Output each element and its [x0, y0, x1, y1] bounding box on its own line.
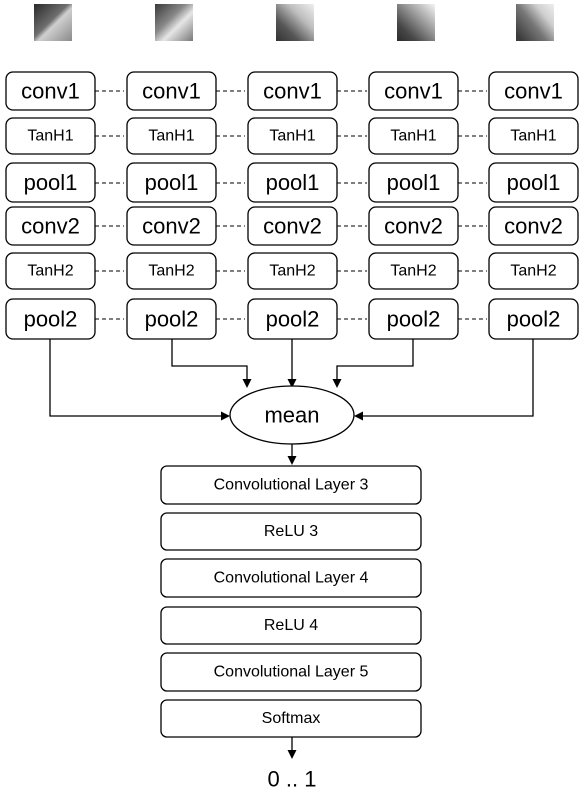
- stream-2-pool1-label: pool1: [145, 170, 199, 195]
- merge-arrows: [49, 339, 534, 421]
- stream-4-tanh1-label: TanH1: [390, 128, 436, 145]
- stream-3-pool2-label: pool2: [266, 307, 320, 332]
- arrow-stream-2-to-mean: [171, 339, 248, 380]
- stream-1: conv1 TanH1 pool1 conv2 TanH2 pool2: [5, 71, 96, 340]
- stream-2-conv1-box: [126, 71, 217, 111]
- stream-2-pool2-label: pool2: [145, 307, 199, 332]
- arrow-stream-4-to-mean: [336, 339, 414, 380]
- stream-5-conv2-box: [488, 206, 579, 246]
- input-patch-4: [397, 4, 435, 41]
- stream-4-conv1-box: [368, 71, 459, 111]
- stream-4-pool1-label: pool1: [387, 170, 441, 195]
- stream-2-tanh1-label: TanH1: [148, 128, 194, 145]
- stream-3-conv1-label: conv1: [263, 79, 322, 104]
- stream-3-conv2-label: conv2: [263, 214, 322, 239]
- stream-1-conv1-label: conv1: [21, 79, 80, 104]
- stream-4-tanh2-box: [368, 252, 459, 290]
- arrow-stream-1-to-mean: [49, 339, 222, 417]
- stream-2-pool1-box: [126, 162, 217, 203]
- stream-1-tanh2-box: [5, 252, 96, 290]
- sequential-layers: Convolutional Layer 3 ReLU 3 Convolution…: [160, 465, 422, 738]
- stream-3-tanh1-label: TanH1: [269, 128, 315, 145]
- stream-2: conv1 TanH1 pool1 conv2 TanH2 pool2: [126, 71, 217, 340]
- stream-1-tanh1-label: TanH1: [27, 128, 73, 145]
- stream-1-pool2-label: pool2: [24, 307, 78, 332]
- stream-5-pool2-label: pool2: [507, 307, 561, 332]
- input-patch-2: [155, 4, 193, 41]
- stream-5-pool1-box: [488, 162, 579, 203]
- stream-3: conv1 TanH1 pool1 conv2 TanH2 pool2: [247, 71, 338, 340]
- stream-4-pool1-box: [368, 162, 459, 203]
- softmax-box: [160, 699, 422, 738]
- input-patch-1: [34, 4, 72, 41]
- stream-4-tanh1-box: [368, 117, 459, 155]
- stream-5: conv1 TanH1 pool1 conv2 TanH2 pool2: [488, 71, 579, 340]
- stream-4: conv1 TanH1 pool1 conv2 TanH2 pool2: [368, 71, 459, 340]
- stream-1-conv1-box: [5, 71, 96, 111]
- stream-5-tanh2-label: TanH2: [510, 263, 556, 280]
- stream-1-conv2-box: [5, 206, 96, 246]
- stream-3-conv2-box: [247, 206, 338, 246]
- input-patch-5: [516, 4, 554, 41]
- relu-3-label: ReLU 3: [264, 523, 318, 540]
- stream-5-pool1-label: pool1: [507, 170, 561, 195]
- stream-4-conv2-label: conv2: [384, 214, 443, 239]
- stream-5-tanh1-label: TanH1: [510, 128, 556, 145]
- stream-1-conv2-label: conv2: [21, 214, 80, 239]
- input-patches: [34, 4, 554, 41]
- stream-3-tanh2-label: TanH2: [269, 263, 315, 280]
- relu-4-box: [160, 606, 422, 645]
- relu-3-box: [160, 512, 422, 551]
- relu-4-label: ReLU 4: [264, 617, 318, 634]
- stream-4-conv2-box: [368, 206, 459, 246]
- stream-5-tanh1-box: [488, 117, 579, 155]
- input-patch-3: [276, 4, 314, 41]
- stream-4-tanh2-label: TanH2: [390, 263, 436, 280]
- conv-layer-5-box: [160, 652, 422, 692]
- stream-2-conv2-box: [126, 206, 217, 246]
- softmax-label: Softmax: [262, 710, 321, 727]
- weight-sharing-links: [95, 90, 487, 320]
- stream-3-tanh2-box: [247, 252, 338, 290]
- mean-label: mean: [264, 403, 319, 428]
- stream-1-tanh2-label: TanH2: [27, 263, 73, 280]
- stream-2-tanh1-box: [126, 117, 217, 155]
- stream-1-tanh1-box: [5, 117, 96, 155]
- stream-2-tanh2-label: TanH2: [148, 263, 194, 280]
- stream-3-pool1-box: [247, 162, 338, 203]
- conv-layer-3-label: Convolutional Layer 3: [214, 477, 369, 494]
- stream-3-pool1-label: pool1: [266, 170, 320, 195]
- conv-layer-4-box: [160, 558, 422, 598]
- stream-2-tanh2-box: [126, 252, 217, 290]
- arrow-stream-5-to-mean: [362, 339, 534, 417]
- conv-layer-4-label: Convolutional Layer 4: [214, 570, 369, 587]
- stream-5-conv1-label: conv1: [504, 79, 563, 104]
- stream-3-conv1-box: [247, 71, 338, 111]
- stream-5-conv2-label: conv2: [504, 214, 563, 239]
- stream-5-tanh2-box: [488, 252, 579, 290]
- stream-3-tanh1-box: [247, 117, 338, 155]
- stream-4-conv1-label: conv1: [384, 79, 443, 104]
- stream-1-pool1-box: [5, 162, 96, 203]
- stream-2-conv1-label: conv1: [142, 79, 201, 104]
- stream-4-pool2-label: pool2: [387, 307, 441, 332]
- stream-2-conv2-label: conv2: [142, 214, 201, 239]
- conv-layer-5-label: Convolutional Layer 5: [214, 664, 369, 681]
- stream-5-conv1-box: [488, 71, 579, 111]
- conv-layer-3-box: [160, 465, 422, 505]
- stream-1-pool1-label: pool1: [24, 170, 78, 195]
- output-range-label: 0 .. 1: [268, 767, 317, 792]
